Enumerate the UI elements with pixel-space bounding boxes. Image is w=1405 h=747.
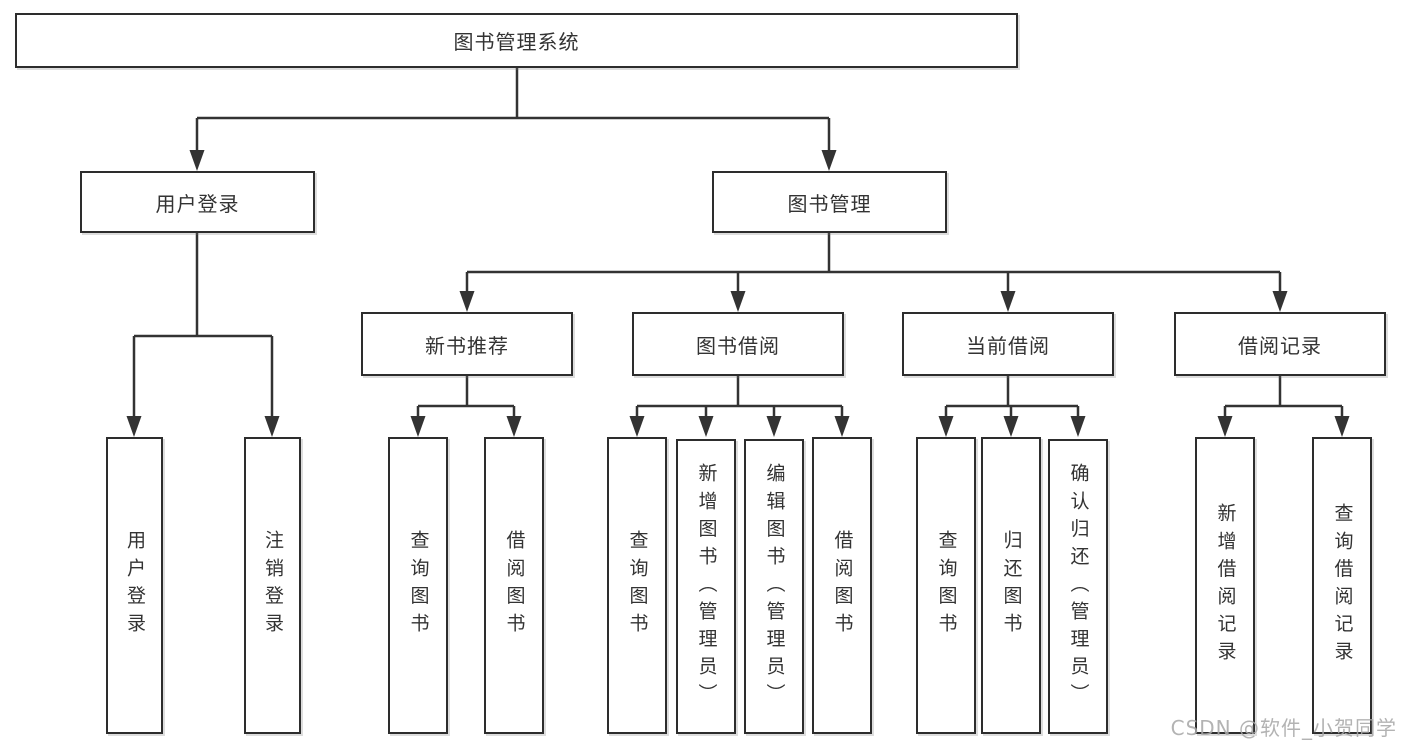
node-query-books-leaf: 查询图书	[607, 437, 667, 734]
node-label: 新增图书（管理员）	[695, 462, 718, 711]
connector-book-management	[465, 233, 1282, 297]
node-label: 用户登录	[155, 191, 240, 216]
node-user-login-leaf: 用户登录	[106, 437, 163, 734]
node-label: 查询图书	[626, 530, 649, 641]
node-return-books-leaf: 归还图书	[981, 437, 1041, 734]
arrowhead	[1003, 416, 1019, 437]
node-label: 编辑图书（管理员）	[763, 462, 786, 711]
node-query-books-leaf: 查询图书	[916, 437, 976, 734]
node-label: 新增借阅记录	[1214, 502, 1237, 669]
connector-new-book-recommend	[416, 376, 516, 422]
node-label: 图书管理系统	[453, 30, 580, 54]
node-add-books-admin-leaf: 新增图书（管理员）	[676, 439, 736, 734]
connector-current-borrowing	[944, 376, 1080, 422]
arrowhead	[1070, 416, 1086, 437]
node-add-borrow-record-leaf: 新增借阅记录	[1195, 437, 1255, 734]
node-book-management: 图书管理	[712, 171, 947, 233]
node-confirm-return-admin-leaf: 确认归还（管理员）	[1048, 439, 1108, 734]
arrowhead	[189, 150, 205, 171]
arrowhead	[698, 416, 714, 437]
arrowhead	[1272, 291, 1288, 312]
node-query-books-leaf: 查询图书	[388, 437, 448, 734]
node-label: 查询图书	[407, 530, 430, 641]
arrowhead	[821, 150, 837, 171]
node-borrow-books-leaf: 借阅图书	[812, 437, 872, 734]
node-borrowing-records: 借阅记录	[1174, 312, 1386, 376]
node-current-borrowing: 当前借阅	[902, 312, 1114, 376]
csdn-watermark: CSDN @软件_小贺同学	[1170, 716, 1397, 740]
node-query-borrow-record-leaf: 查询借阅记录	[1312, 437, 1372, 734]
arrowhead	[459, 291, 475, 312]
node-label: 借阅图书	[503, 530, 526, 641]
connector-root	[195, 68, 831, 156]
connector-user-login	[132, 233, 274, 421]
node-label: 确认归还（管理员）	[1067, 462, 1090, 711]
node-label: 归还图书	[1000, 530, 1023, 641]
arrowheads	[126, 150, 1350, 437]
arrowhead	[730, 291, 746, 312]
arrowhead	[264, 416, 280, 437]
node-label: 用户登录	[123, 530, 146, 641]
connector-book-borrowing	[635, 376, 844, 422]
node-label: 借阅图书	[831, 530, 854, 641]
arrowhead	[938, 416, 954, 437]
arrowhead	[506, 416, 522, 437]
node-label: 借阅记录	[1238, 333, 1322, 358]
node-label: 图书借阅	[696, 333, 780, 358]
arrowhead	[1334, 416, 1350, 437]
node-label: 新书推荐	[425, 333, 509, 358]
node-label: 查询图书	[935, 530, 958, 641]
node-new-book-recommend: 新书推荐	[361, 312, 573, 376]
node-logout-leaf: 注销登录	[244, 437, 301, 734]
node-user-login: 用户登录	[80, 171, 315, 233]
node-edit-books-admin-leaf: 编辑图书（管理员）	[744, 439, 804, 734]
connector-borrowing-records	[1223, 376, 1344, 422]
node-label: 当前借阅	[966, 333, 1050, 358]
node-label: 查询借阅记录	[1331, 502, 1354, 669]
node-borrow-books-leaf: 借阅图书	[484, 437, 544, 734]
arrowhead	[629, 416, 645, 437]
arrowhead	[126, 416, 142, 437]
arrowhead	[766, 416, 782, 437]
arrowhead	[1000, 291, 1016, 312]
node-library-management-system: 图书管理系统	[15, 13, 1018, 68]
arrowhead	[1217, 416, 1233, 437]
arrowhead	[834, 416, 850, 437]
arrowhead	[410, 416, 426, 437]
node-label: 注销登录	[261, 530, 284, 641]
node-book-borrowing: 图书借阅	[632, 312, 844, 376]
node-label: 图书管理	[787, 191, 872, 216]
